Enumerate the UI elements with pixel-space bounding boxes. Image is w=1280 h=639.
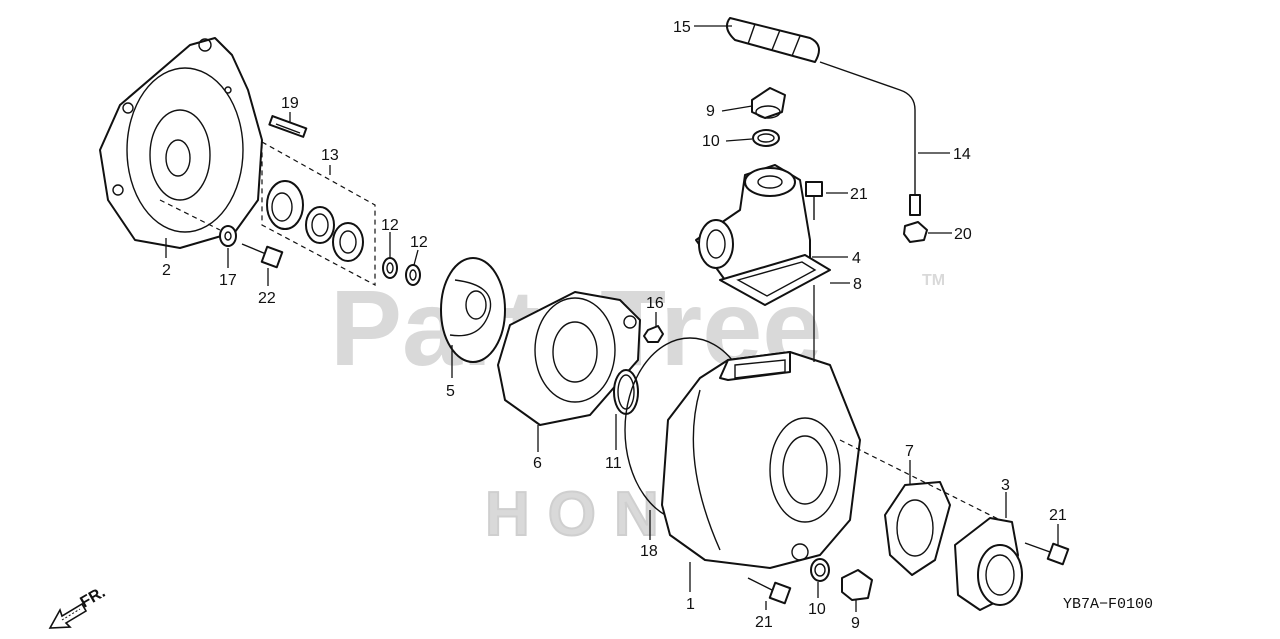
callout-21-right[interactable]: 21 (1049, 507, 1067, 524)
callout-labels: 15 9 10 14 21 20 4 8 19 13 2 17 22 12 12… (162, 19, 1067, 632)
callout-10-top[interactable]: 10 (702, 133, 720, 150)
part-10-drain-washer[interactable] (810, 558, 830, 582)
part-19-stud-bolt[interactable] (268, 115, 308, 138)
callout-2[interactable]: 2 (162, 262, 171, 279)
part-17-washer[interactable] (219, 225, 237, 247)
callout-1[interactable]: 1 (686, 596, 695, 613)
leader-lines (165, 25, 1059, 612)
callout-4[interactable]: 4 (852, 250, 861, 267)
callout-17[interactable]: 17 (219, 272, 237, 289)
callout-9-top[interactable]: 9 (706, 103, 715, 120)
part-4-suction-elbow[interactable] (695, 164, 811, 293)
part-7-discharge-gasket[interactable] (884, 481, 951, 576)
callout-18[interactable]: 18 (640, 543, 658, 560)
diagram-code: YB7A−F0100 (1063, 596, 1153, 613)
callout-7[interactable]: 7 (905, 443, 914, 460)
part-22-bolt[interactable] (241, 243, 284, 269)
part-2-pump-cover-plate[interactable] (99, 37, 263, 249)
part-11-o-ring[interactable] (613, 369, 639, 415)
part-9-priming-cap[interactable] (751, 87, 786, 119)
part-21-casing-bolt[interactable] (747, 577, 792, 605)
callout-14[interactable]: 14 (953, 146, 971, 163)
part-16-nut[interactable] (643, 325, 664, 343)
part-13-mechanical-seal[interactable] (261, 140, 376, 286)
trademark-mark: TM (922, 272, 945, 289)
part-12-shim-washers[interactable] (382, 257, 421, 286)
part-8-gasket[interactable] (719, 254, 831, 306)
callout-12-left[interactable]: 12 (381, 217, 399, 234)
part-1-pump-casing[interactable] (661, 351, 861, 569)
callout-10-bottom[interactable]: 10 (808, 601, 826, 618)
callout-22[interactable]: 22 (258, 290, 276, 307)
callout-13[interactable]: 13 (321, 147, 339, 164)
part-3-discharge-joint[interactable] (954, 517, 1023, 611)
part-9-drain-cap[interactable] (841, 569, 873, 601)
part-21-cover-bolt[interactable] (1024, 542, 1070, 566)
part-20-nut[interactable] (903, 221, 928, 243)
part-10-priming-washer[interactable] (752, 129, 780, 147)
callout-19[interactable]: 19 (281, 95, 299, 112)
callout-9-bottom[interactable]: 9 (851, 615, 860, 632)
callout-15[interactable]: 15 (673, 19, 691, 36)
callout-16[interactable]: 16 (646, 295, 664, 312)
part-14-handle-rod[interactable] (819, 61, 921, 216)
watermark-group: PartsTree TM HONDA (330, 267, 945, 550)
callout-5[interactable]: 5 (446, 383, 455, 400)
callout-6[interactable]: 6 (533, 455, 542, 472)
callout-11[interactable]: 11 (605, 455, 622, 472)
callout-3[interactable]: 3 (1001, 477, 1010, 494)
front-arrow-icon (48, 602, 88, 629)
callout-8[interactable]: 8 (853, 276, 862, 293)
alignment-lines (159, 199, 1001, 521)
callout-12-right[interactable]: 12 (410, 234, 428, 251)
part-15-handle-grip[interactable] (725, 17, 820, 63)
callout-21-bottom[interactable]: 21 (755, 614, 773, 631)
callout-20[interactable]: 20 (954, 226, 972, 243)
front-direction-indicator: FR. (48, 584, 108, 629)
callout-21-top[interactable]: 21 (850, 186, 868, 203)
part-21-elbow-bolt[interactable] (805, 181, 823, 220)
part-5-impeller[interactable] (440, 257, 506, 363)
